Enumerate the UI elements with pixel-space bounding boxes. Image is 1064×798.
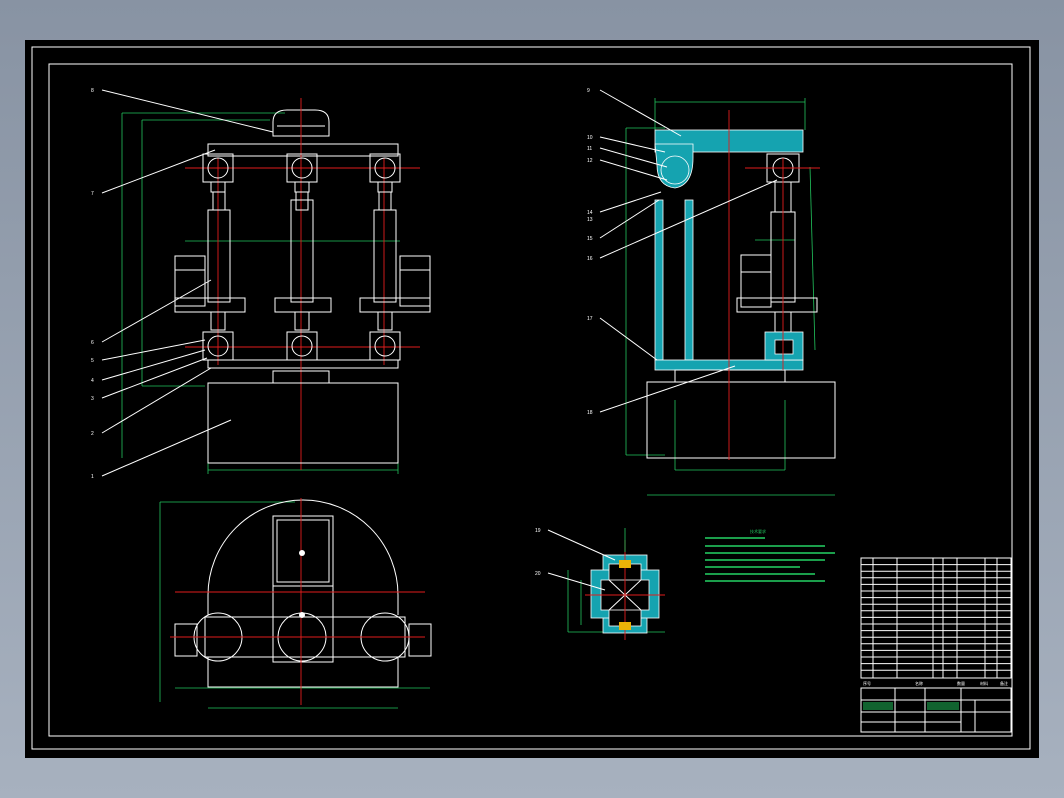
balloon-1: 1	[91, 474, 94, 480]
balloon-13: 13	[587, 217, 593, 223]
balloon-7: 7	[91, 191, 94, 197]
front-view-balloons: 8 7 6 5 4 3 2 1	[91, 88, 274, 480]
balloon-5: 5	[91, 358, 94, 364]
notes-title: 技术要求	[750, 528, 766, 534]
bom-header-no: 序号	[863, 680, 871, 686]
outer-frame	[31, 46, 1031, 750]
detail-view-balloons: 19 20	[535, 528, 616, 591]
balloon-2: 2	[91, 431, 94, 437]
bom-header-name: 名称	[915, 680, 923, 686]
drawing-canvas: 8 7 6 5 4 3 2 1	[31, 46, 1031, 750]
balloon-14: 14	[587, 210, 593, 216]
detail-view	[567, 528, 665, 640]
balloon-4: 4	[91, 378, 94, 384]
bom-header-remark: 备注	[1000, 680, 1008, 686]
balloon-3: 3	[91, 396, 94, 402]
balloon-16: 16	[587, 256, 593, 262]
technical-notes: 技术要求	[705, 528, 835, 582]
balloon-6: 6	[91, 340, 94, 346]
cad-viewport[interactable]: 8 7 6 5 4 3 2 1	[25, 40, 1039, 758]
bom-header-material: 材料	[980, 680, 988, 686]
balloon-19: 19	[535, 528, 541, 534]
balloon-20: 20	[535, 571, 541, 577]
balloon-12: 12	[587, 158, 593, 164]
balloon-10: 10	[587, 135, 593, 141]
balloon-17: 17	[587, 316, 593, 322]
side-view-balloons: 9 10 11 12 14 13 15 16 17 18	[587, 88, 778, 416]
balloon-18: 18	[587, 410, 593, 416]
balloon-8: 8	[91, 88, 94, 94]
title-block	[860, 687, 1012, 733]
balloon-9: 9	[587, 88, 590, 94]
front-view	[121, 98, 431, 474]
inner-frame	[48, 63, 1013, 737]
balloon-15: 15	[587, 236, 593, 242]
balloon-11: 11	[587, 146, 592, 152]
side-section-view	[625, 98, 836, 496]
top-view	[159, 498, 432, 709]
bom-header-qty: 数量	[957, 680, 965, 686]
bill-of-materials: 序号 名称 数量 材料 备注	[860, 557, 1012, 686]
